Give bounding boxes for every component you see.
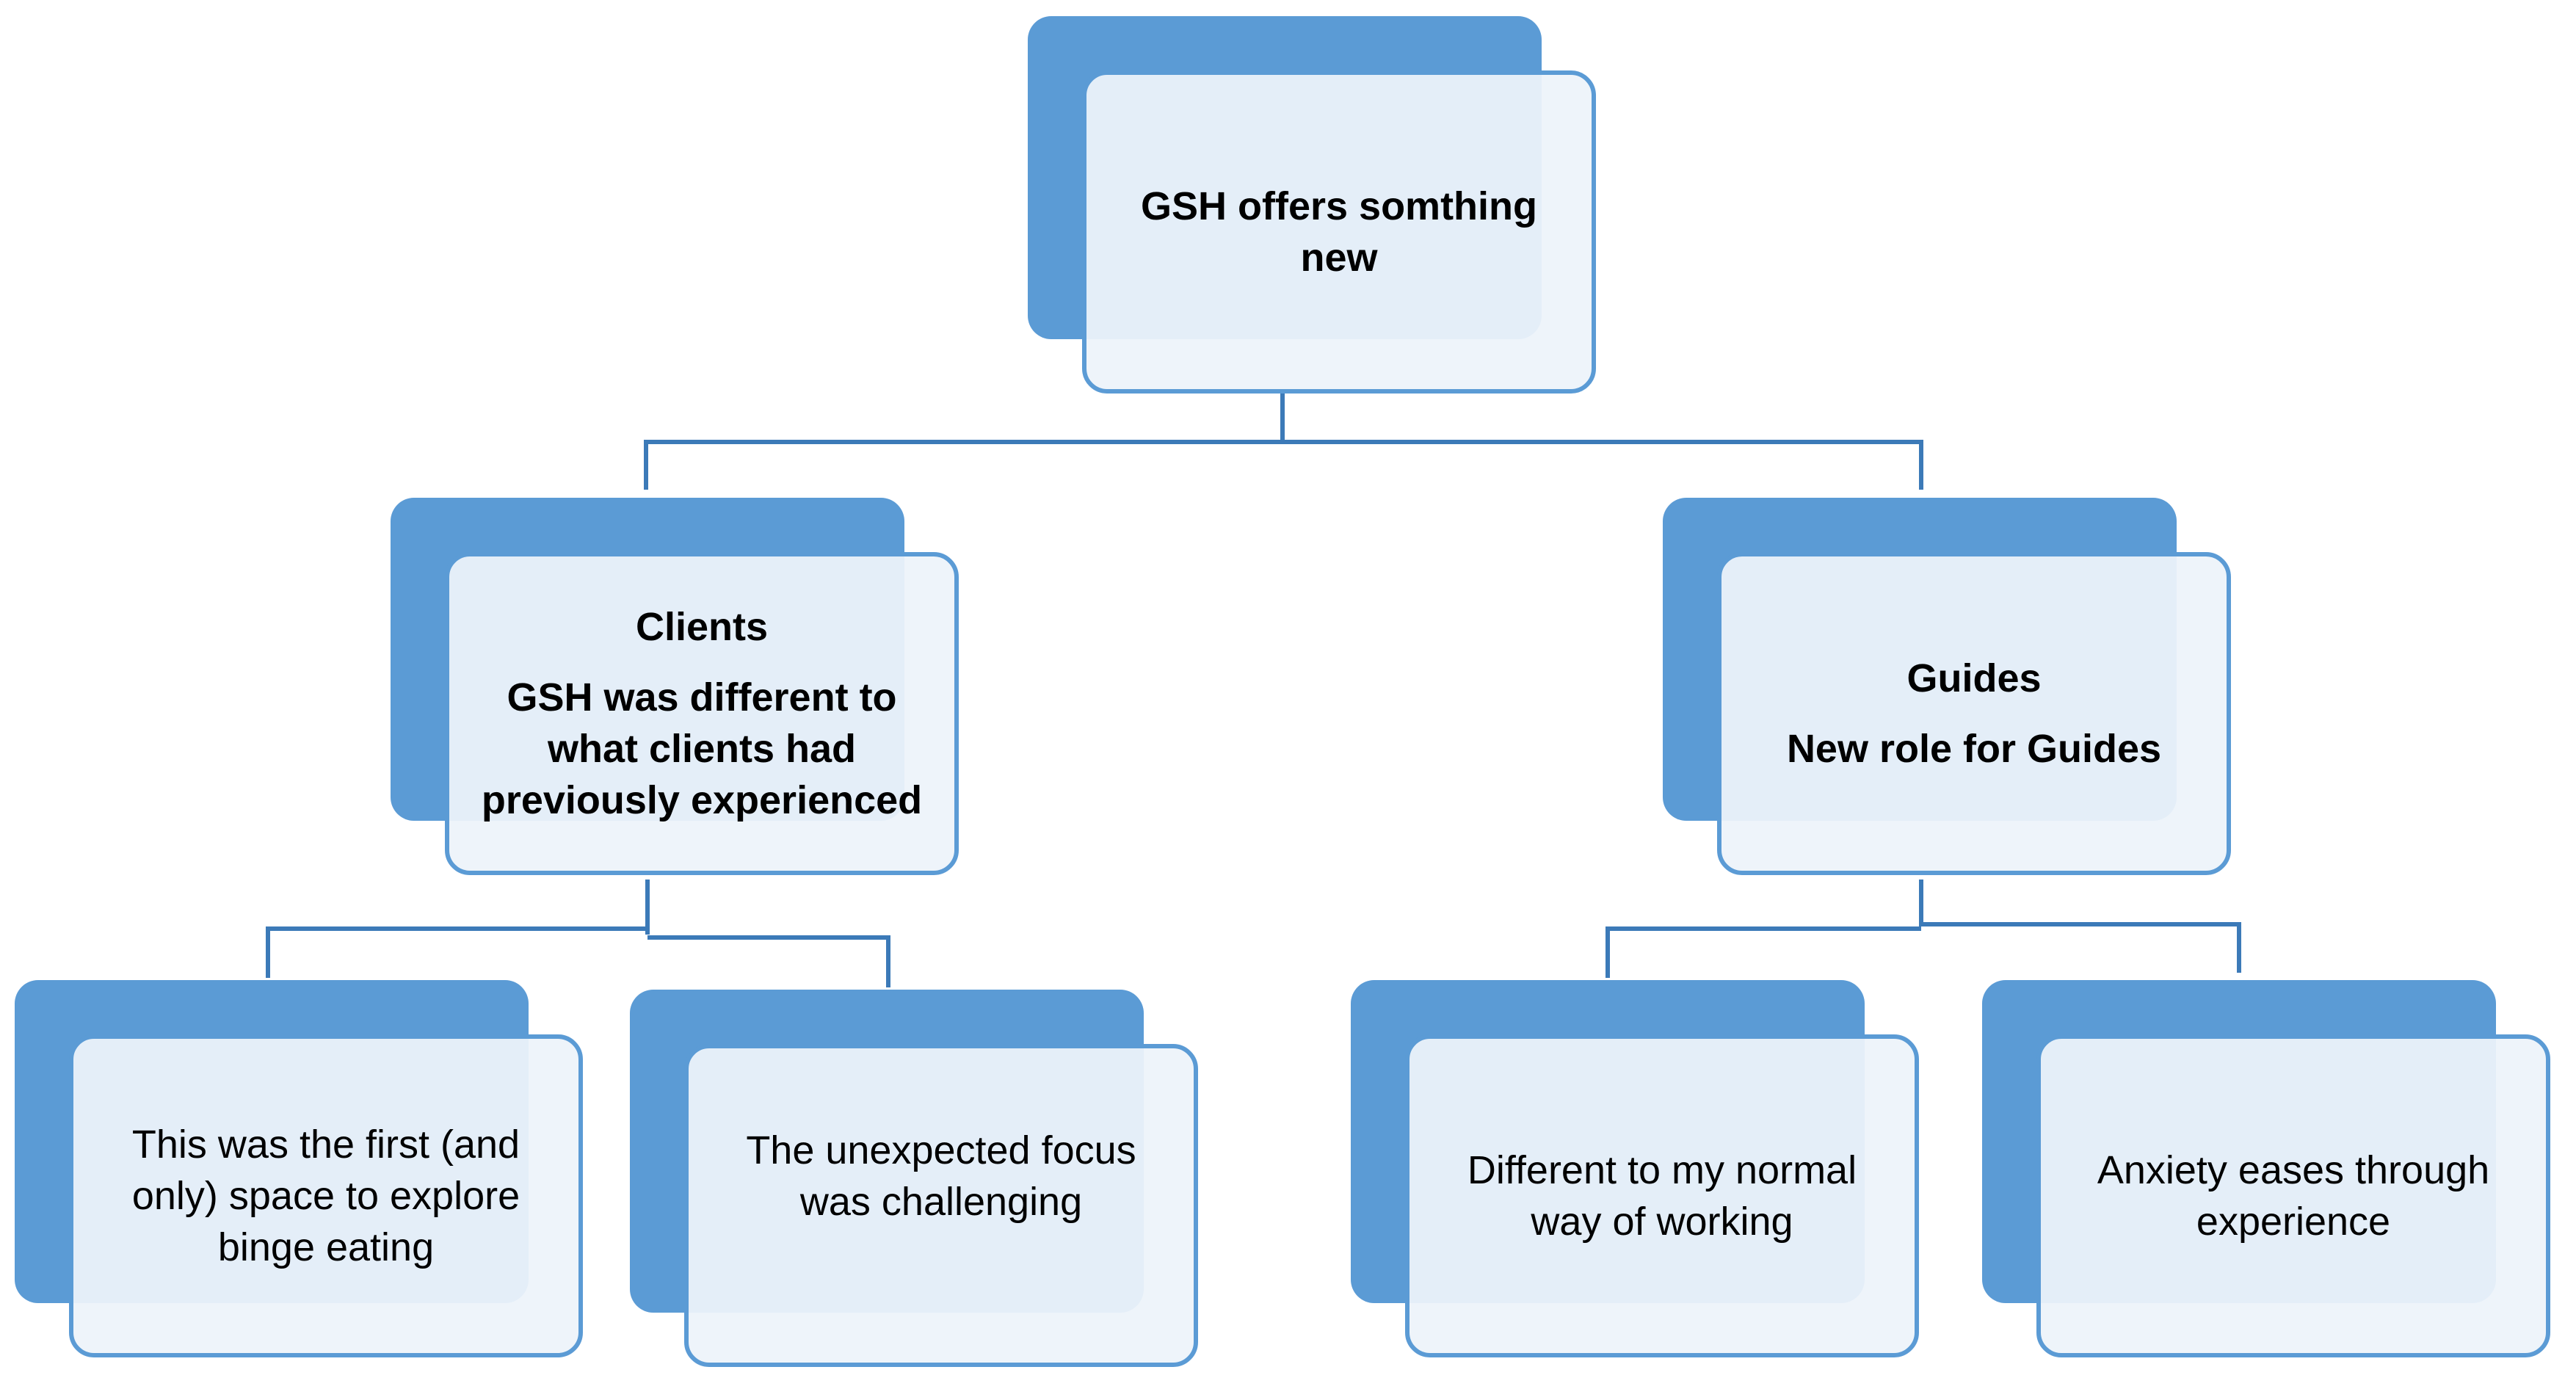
node-leaf-3-text: Different to my normal way of working <box>1467 1148 1857 1244</box>
node-clients-text: GSH was different to what clients had pr… <box>481 675 923 822</box>
node-leaf-2-box <box>684 1044 1198 1367</box>
node-leaf-3-label: Different to my normal way of working <box>1405 1034 1919 1357</box>
node-leaf-4-label: Anxiety eases through experience <box>2036 1034 2550 1357</box>
node-leaf-3-box <box>1405 1034 1919 1357</box>
node-clients-box <box>445 552 959 875</box>
node-root-box <box>1082 70 1596 394</box>
node-leaf-1-box <box>69 1034 583 1357</box>
node-clients-label: Clients GSH was different to what client… <box>445 552 959 875</box>
node-leaf-4-box <box>2036 1034 2550 1357</box>
node-leaf-2-text: The unexpected focus was challenging <box>746 1128 1136 1224</box>
node-leaf-2-label: The unexpected focus was challenging <box>684 1044 1198 1367</box>
node-leaf-1-text: This was the first (and only) space to e… <box>131 1123 520 1269</box>
node-leaf-4-text: Anxiety eases through experience <box>2097 1148 2490 1244</box>
node-guides-box <box>1717 552 2231 875</box>
node-root-text: GSH offers somthing new <box>1140 184 1538 280</box>
node-guides-label: Guides New role for Guides <box>1717 552 2231 875</box>
node-guides-heading: Guides <box>1906 656 2042 700</box>
node-root-label: GSH offers somthing new <box>1082 70 1596 394</box>
node-clients-heading: Clients <box>635 605 769 649</box>
node-leaf-1-label: This was the first (and only) space to e… <box>69 1034 583 1357</box>
node-guides-text: New role for Guides <box>1786 727 2162 771</box>
